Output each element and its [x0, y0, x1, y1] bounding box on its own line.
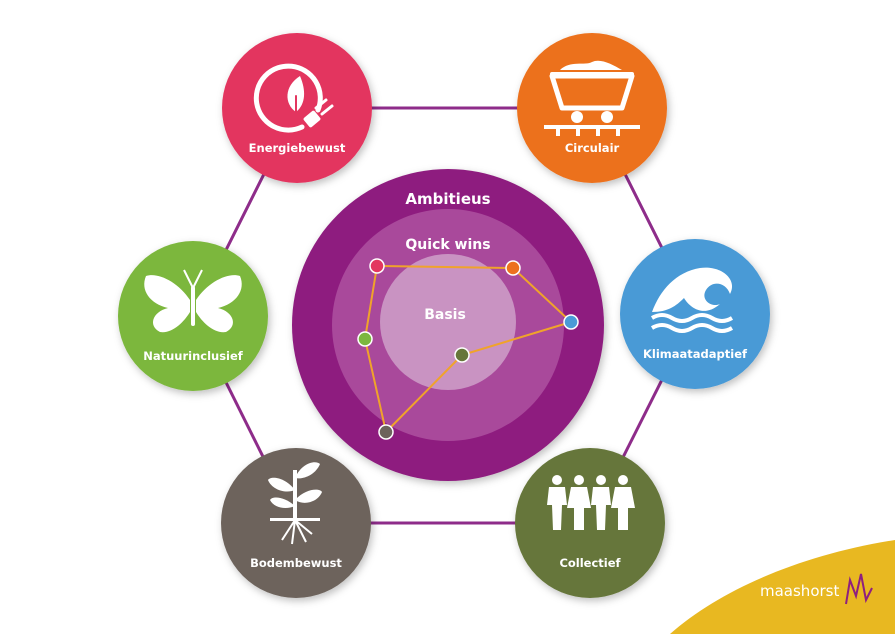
theme-node-bodembewust[interactable]: Bodembewust	[221, 448, 371, 598]
people-icon	[547, 475, 635, 530]
brand-logo-mark	[845, 573, 873, 605]
sprout-icon	[268, 462, 322, 545]
polygon-point-klimaatadaptief	[563, 314, 579, 330]
polygon-point-natuurinclusief	[357, 331, 373, 347]
theme-node-natuurinclusief[interactable]: Natuurinclusief	[118, 241, 268, 391]
theme-label-bodembewust: Bodembewust	[250, 556, 342, 570]
theme-label-energiebewust: Energiebewust	[249, 141, 346, 155]
brand-name: maashorst	[760, 582, 839, 600]
polygon-point-circulair	[505, 260, 521, 276]
theme-node-collectief[interactable]: Collectief	[515, 448, 665, 598]
ring-basis	[380, 254, 516, 390]
theme-label-collectief: Collectief	[559, 556, 621, 570]
butterfly-icon	[144, 269, 242, 333]
brand-swoosh	[670, 540, 895, 634]
ring-label-ambitieus: Ambitieus	[405, 190, 490, 208]
theme-node-circulair[interactable]: Circulair	[517, 33, 667, 183]
polygon-point-collectief	[454, 347, 470, 363]
wave-icon	[650, 267, 734, 333]
theme-label-circulair: Circulair	[565, 141, 620, 155]
plug-leaf-icon	[253, 63, 334, 133]
theme-node-energiebewust[interactable]: Energiebewust	[222, 33, 372, 183]
polygon-point-energiebewust	[369, 258, 385, 274]
mine-cart-icon	[544, 60, 640, 136]
polygon-point-bodembewust	[378, 424, 394, 440]
theme-label-natuurinclusief: Natuurinclusief	[143, 349, 244, 363]
ring-label-basis: Basis	[424, 307, 466, 323]
ambition-polygon	[357, 258, 579, 440]
theme-node-klimaatadaptief[interactable]: Klimaatadaptief	[620, 239, 770, 389]
theme-label-klimaatadaptief: Klimaatadaptief	[643, 347, 748, 361]
central-rings: Ambitieus Quick wins Basis	[292, 169, 604, 481]
ring-label-quick-wins: Quick wins	[405, 237, 490, 253]
